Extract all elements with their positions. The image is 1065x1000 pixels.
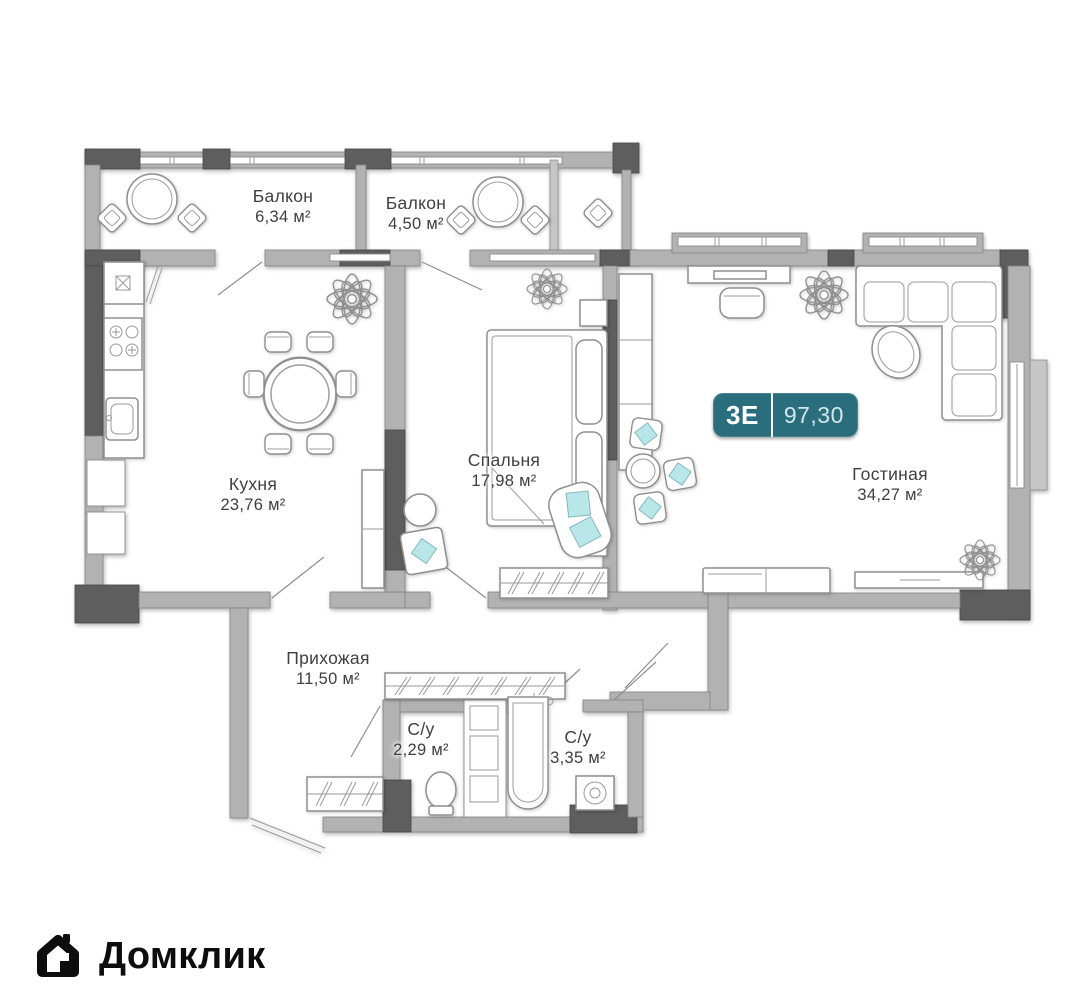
room-area: 23,76 м² xyxy=(220,496,286,514)
dining-table-icon xyxy=(262,356,338,432)
room-area: 11,50 м² xyxy=(296,670,360,688)
dining-chair-icon xyxy=(243,370,265,398)
balcony-chair-icon xyxy=(175,201,209,235)
room-label-bedroom: Спальня 17,98 м² xyxy=(468,450,540,492)
room-label-bath-1: С/у 2,29 м² xyxy=(393,719,449,761)
room-area: 6,34 м² xyxy=(255,208,311,226)
kitchen-door xyxy=(271,556,325,599)
room-label-living: Гостиная 34,27 м² xyxy=(852,464,928,506)
duct-hatch xyxy=(145,265,163,305)
hood-icon xyxy=(103,261,145,305)
balcony1-furniture xyxy=(95,173,209,235)
room-area: 17,98 м² xyxy=(471,472,537,490)
dining-chair-icon xyxy=(306,331,334,353)
balcony-chair-icon xyxy=(581,196,615,230)
total-area-value: 97,30 xyxy=(783,401,844,428)
plant-icon xyxy=(799,270,849,320)
bathroom-furniture xyxy=(425,693,615,816)
hall-closet-hatch xyxy=(384,672,566,700)
brand-logo: Домклик xyxy=(30,928,265,984)
walls xyxy=(74,142,1048,854)
bedroom-balcony-door xyxy=(421,261,483,291)
corridor-door xyxy=(624,642,669,689)
dining-chair-icon xyxy=(264,433,292,455)
bedroom-furniture xyxy=(399,268,653,599)
dining-chair-icon xyxy=(264,331,292,353)
plant-icon xyxy=(526,268,568,310)
brand-name: Домклик xyxy=(99,934,266,977)
room-name: Гостиная xyxy=(852,464,928,484)
balcony-chair-icon xyxy=(444,203,478,237)
apartment-type: 3Е xyxy=(726,399,759,430)
plant-icon xyxy=(326,273,378,325)
room-label-kitchen: Кухня 23,76 м² xyxy=(220,474,285,516)
bath1-door xyxy=(350,705,381,758)
room-area: 3,35 м² xyxy=(550,749,606,767)
desk-chair xyxy=(399,493,449,576)
room-area: 34,27 м² xyxy=(857,486,923,504)
room-label-hallway: Прихожая 11,50 м² xyxy=(286,648,370,690)
workdesk-icon xyxy=(687,265,791,319)
domclick-house-icon xyxy=(37,934,79,977)
nightstand xyxy=(579,299,608,327)
room-name: Спальня xyxy=(467,450,541,470)
room-name: С/у xyxy=(564,727,592,747)
washing-machine-icon xyxy=(575,775,615,811)
wardrobe-hatch xyxy=(499,567,609,599)
bathtub-icon xyxy=(507,696,549,810)
toilet-icon xyxy=(425,771,457,816)
room-name: Балкон xyxy=(385,193,447,213)
room-label-balcony-1: Балкон 6,34 м² xyxy=(253,186,313,228)
teal-chair-icon xyxy=(661,455,699,493)
teal-chair-icon xyxy=(628,416,664,452)
kitchen-furniture xyxy=(103,261,385,589)
room-name: С/у xyxy=(407,719,435,739)
balcony2-furniture xyxy=(444,176,615,237)
apartment-type-badge: 3Е 97,30 xyxy=(713,393,858,437)
living-furniture xyxy=(625,265,1003,594)
room-name: Прихожая xyxy=(286,648,370,668)
armchair-icon xyxy=(548,481,612,559)
entrance-door xyxy=(613,661,657,701)
entry-closet-hatch xyxy=(306,776,384,812)
balcony-table-icon xyxy=(126,173,178,225)
room-area: 2,29 м² xyxy=(393,741,449,759)
room-label-balcony-2: Балкон 4,50 м² xyxy=(386,193,446,235)
balcony-chair-icon xyxy=(95,201,129,235)
room-label-bath-2: С/у 3,35 м² xyxy=(550,727,606,769)
room-name: Кухня xyxy=(228,474,278,494)
room-name: Балкон xyxy=(252,186,314,206)
balcony-chair-icon xyxy=(518,203,552,237)
corner-sofa-icon xyxy=(855,265,1003,421)
dining-nook xyxy=(625,416,699,526)
kitchen-balcony-door xyxy=(217,261,263,296)
oval-table-icon xyxy=(871,325,921,379)
balcony-table-icon xyxy=(472,176,524,228)
badge-divider xyxy=(770,393,773,437)
stove-icon xyxy=(103,317,143,371)
sink-icon xyxy=(105,397,139,441)
teal-chair-icon xyxy=(632,490,668,526)
dining-chair-icon xyxy=(335,370,357,398)
tv-console-icon xyxy=(702,567,831,594)
dining-chair-icon xyxy=(306,433,334,455)
hallway-furniture xyxy=(306,672,566,812)
room-area: 4,50 м² xyxy=(388,215,444,233)
